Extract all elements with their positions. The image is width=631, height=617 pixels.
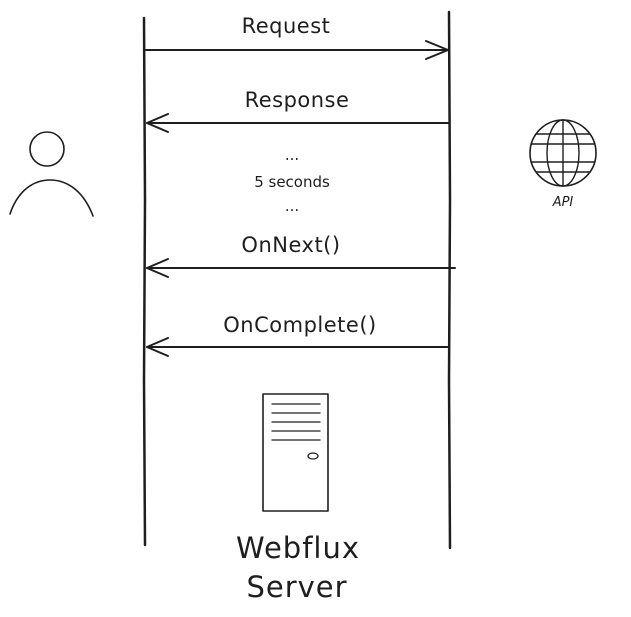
api-label: API	[552, 195, 574, 210]
delay-label: 5 seconds	[254, 173, 330, 191]
server-label-line1: Webflux	[236, 531, 360, 565]
server-label-line2: Server	[246, 570, 347, 604]
ellipsis-bottom: ...	[285, 197, 299, 215]
request-label: Request	[242, 14, 331, 38]
server-icon	[262, 393, 329, 512]
client-lifeline	[142, 16, 147, 547]
api-lifeline	[447, 10, 452, 550]
ellipsis-top: ...	[285, 146, 299, 164]
on-next-label: OnNext()	[241, 233, 340, 257]
on-complete-label: OnComplete()	[223, 313, 376, 337]
on-next-arrow	[146, 258, 456, 278]
globe-icon	[529, 119, 597, 187]
request-arrow	[145, 40, 449, 60]
response-arrow	[146, 113, 450, 133]
on-complete-arrow	[146, 337, 450, 357]
response-label: Response	[245, 88, 350, 112]
user-icon	[9, 131, 94, 217]
